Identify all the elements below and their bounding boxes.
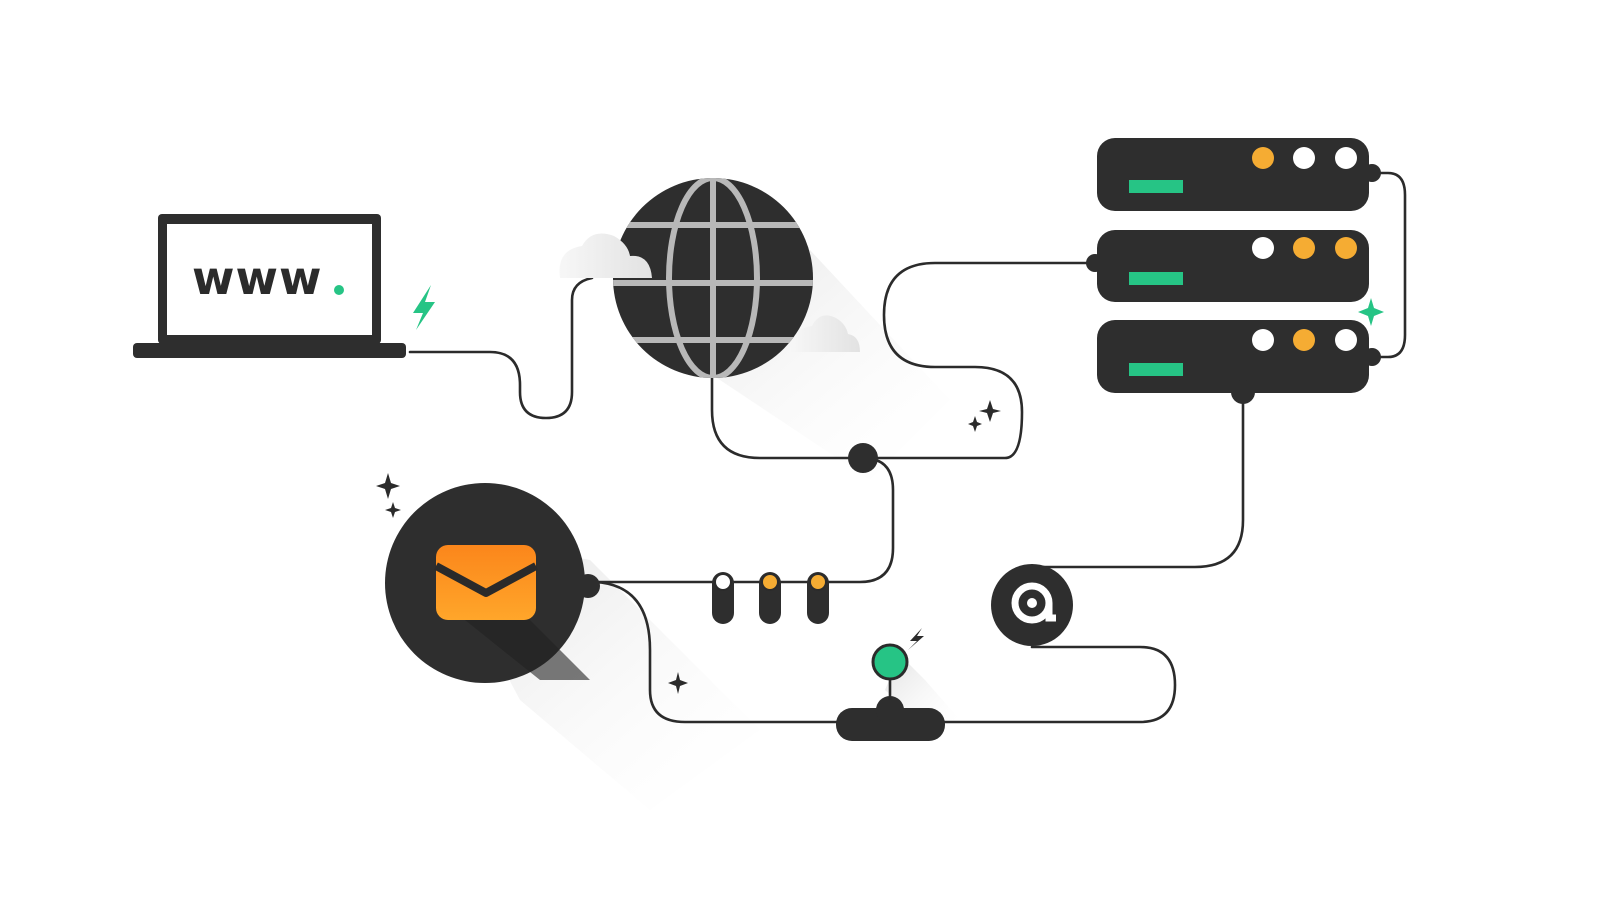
wires	[408, 171, 1407, 724]
at-sign-icon	[1011, 582, 1056, 624]
globe-icon[interactable]	[600, 170, 830, 390]
envelope-icon	[434, 545, 538, 620]
server-rack[interactable]	[1086, 138, 1381, 404]
server-unit[interactable]	[1097, 138, 1381, 211]
antenna-node[interactable]	[836, 628, 945, 741]
toggle-switch[interactable]	[807, 572, 829, 624]
server-status-bar	[1129, 180, 1183, 193]
green-sparkle-icon	[1358, 298, 1384, 326]
server-status-bar	[1129, 363, 1183, 376]
email-node[interactable]	[385, 483, 600, 683]
wire-globe-hub	[710, 261, 1097, 460]
at-node[interactable]	[991, 564, 1073, 646]
server-status-bar	[1129, 272, 1183, 285]
wire-server-at	[1033, 390, 1245, 569]
lightning-bolt-icon-small	[908, 628, 924, 650]
server-leds	[1252, 147, 1357, 351]
sparkle-icons	[376, 400, 1001, 694]
toggle-switch[interactable]	[712, 572, 734, 624]
lightning-bolt-icon	[413, 285, 435, 330]
wire-laptop-globe	[408, 276, 594, 420]
server-unit[interactable]	[1086, 230, 1369, 302]
wire-hub-switches	[588, 456, 895, 584]
laptop-screen-text: www	[192, 251, 323, 305]
laptop[interactable]: www	[133, 214, 406, 358]
cloud-icon	[559, 233, 652, 278]
hub-node	[848, 443, 878, 473]
switch-bank[interactable]	[712, 572, 829, 624]
wire-email-antenna	[593, 580, 1177, 724]
toggle-switch[interactable]	[759, 572, 781, 624]
wire-server-loop	[1370, 171, 1407, 359]
green-dot	[334, 285, 344, 295]
cloud-icon-2	[790, 315, 860, 352]
